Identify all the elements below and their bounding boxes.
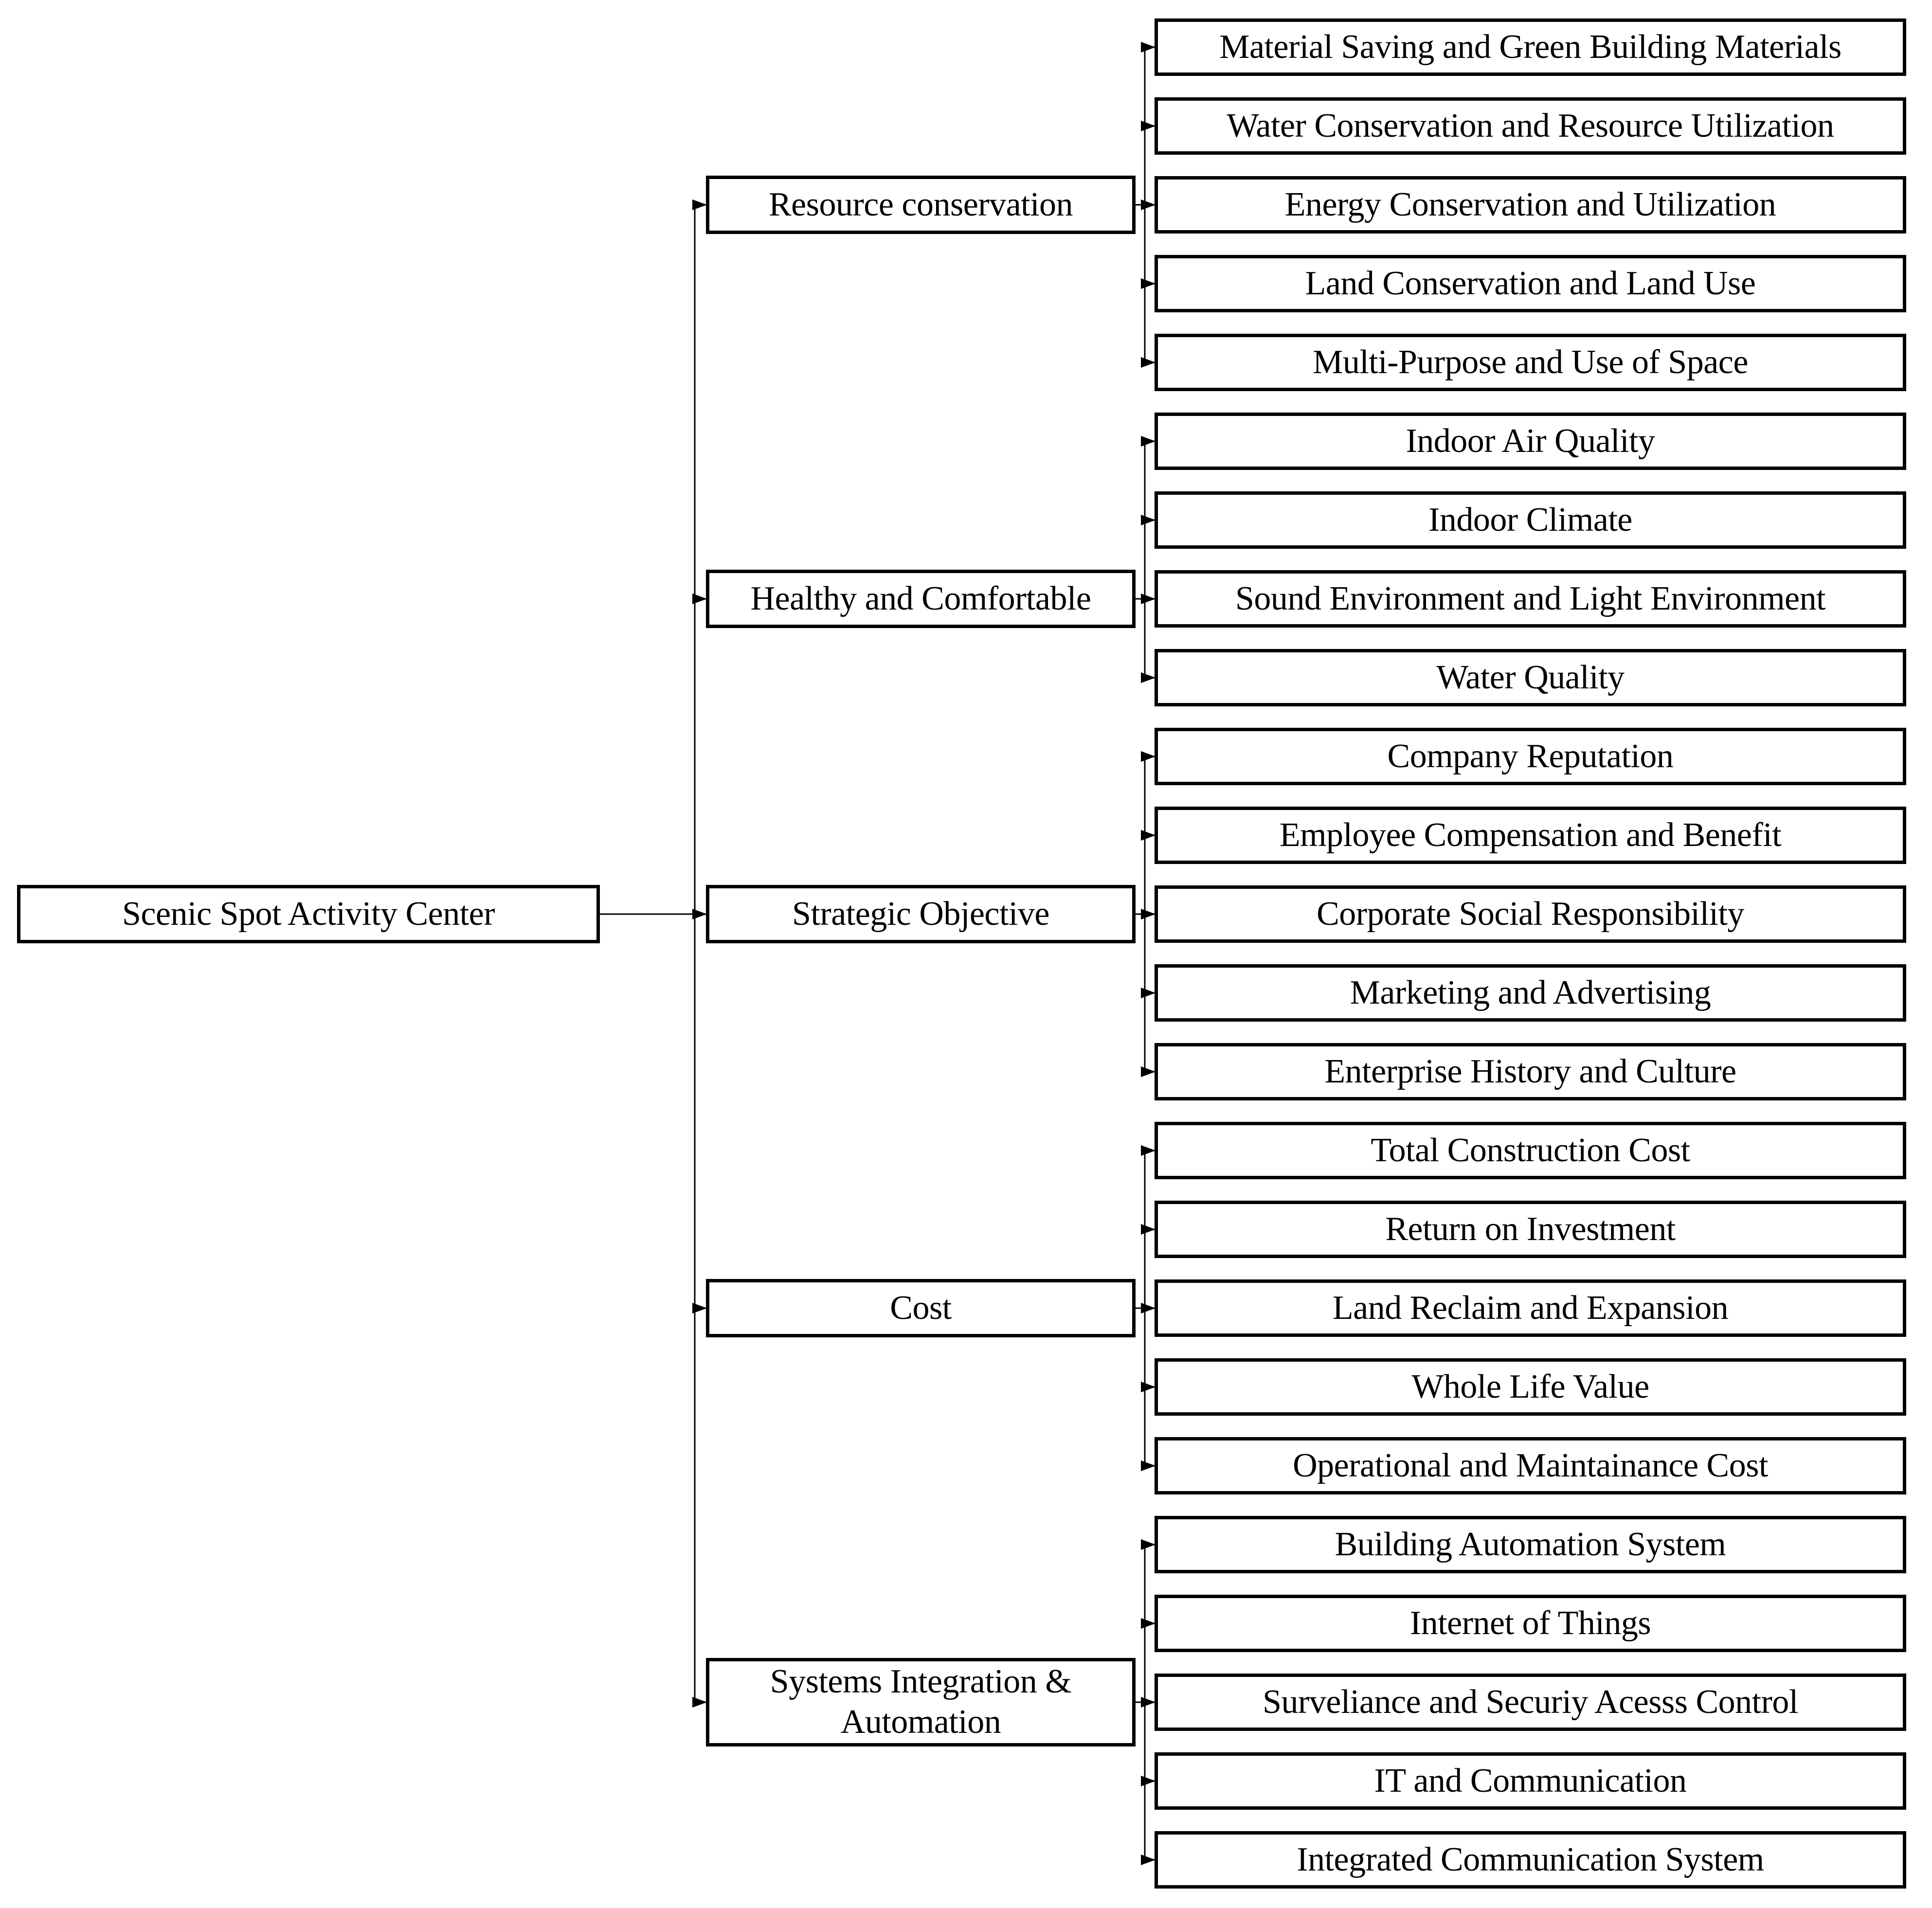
leaf-node: Indoor Air Quality [1155,413,1906,470]
leaf-node: Marketing and Advertising [1155,964,1906,1022]
leaf-node: Operational and Maintainance Cost [1155,1437,1906,1494]
category-node: Cost [706,1279,1136,1337]
leaf-node: Corporate Social Responsibility [1155,885,1906,943]
leaf-node: Company Reputation [1155,728,1906,785]
leaf-node: Building Automation System [1155,1516,1906,1573]
leaf-node: Enterprise History and Culture [1155,1043,1906,1100]
leaf-node: Whole Life Value [1155,1358,1906,1416]
leaf-node: Sound Environment and Light Environment [1155,570,1906,628]
leaf-node: Material Saving and Green Building Mater… [1155,18,1906,76]
leaf-node: Water Conservation and Resource Utilizat… [1155,97,1906,155]
leaf-node: Integrated Communication System [1155,1831,1906,1889]
leaf-node: Multi-Purpose and Use of Space [1155,334,1906,391]
leaf-node: Employee Compensation and Benefit [1155,807,1906,864]
category-node: Resource conservation [706,176,1136,234]
leaf-node: Land Conservation and Land Use [1155,255,1906,312]
leaf-node: IT and Communication [1155,1752,1906,1810]
category-node: Systems Integration & Automation [706,1658,1136,1746]
leaf-node: Indoor Climate [1155,491,1906,549]
root-node: Scenic Spot Activity Center [17,885,600,943]
leaf-node: Internet of Things [1155,1595,1906,1652]
leaf-node: Energy Conservation and Utilization [1155,176,1906,234]
leaf-node: Return on Investment [1155,1201,1906,1258]
leaf-node: Water Quality [1155,649,1906,706]
category-node: Strategic Objective [706,885,1136,943]
leaf-node: Land Reclaim and Expansion [1155,1279,1906,1337]
leaf-node: Surveliance and Securiy Acesss Control [1155,1674,1906,1731]
leaf-node: Total Construction Cost [1155,1122,1906,1179]
category-node: Healthy and Comfortable [706,570,1136,628]
